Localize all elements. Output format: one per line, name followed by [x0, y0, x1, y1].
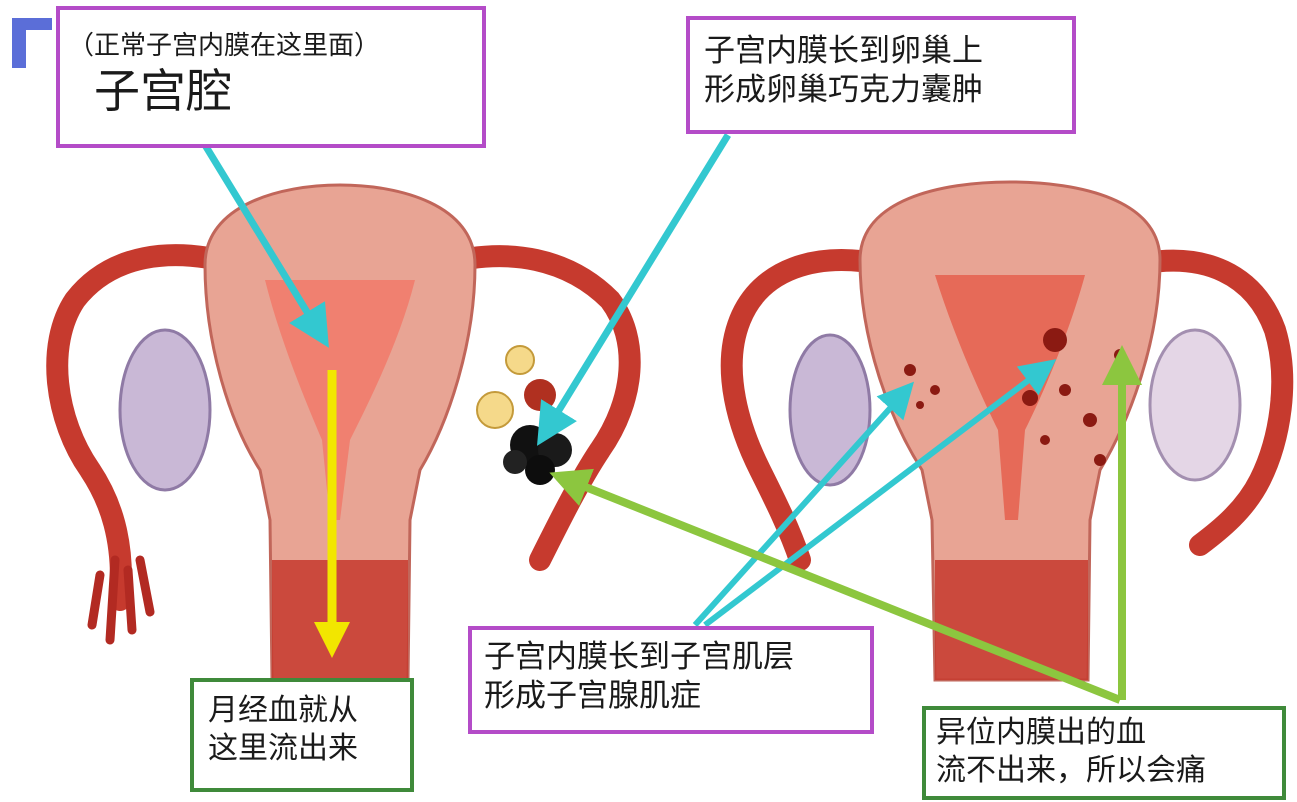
- right-uterus: [732, 182, 1283, 680]
- menstrual-label-box: 月经血就从 这里流出来: [190, 678, 414, 792]
- menstrual-line1: 月经血就从: [208, 692, 410, 730]
- adenomyosis-label-box: 子宫内膜长到子宫肌层 形成子宫腺肌症: [468, 626, 874, 734]
- ovary-cyst-line1: 子宫内膜长到卵巢上: [704, 32, 1072, 71]
- right-ovary-right: [1150, 330, 1240, 480]
- chocolate-cyst: [503, 425, 572, 485]
- pain-line1: 异位内膜出的血: [936, 714, 1282, 752]
- corner-bracket-icon: [12, 18, 60, 68]
- cavity-label-box: （正常子宫内膜在这里面） 子宫腔: [56, 6, 486, 148]
- adenomyosis-line2: 形成子宫腺肌症: [484, 677, 870, 716]
- right-ovary-left: [790, 335, 870, 485]
- cavity-title: 子宫腔: [94, 63, 482, 121]
- left-cervix: [272, 560, 408, 680]
- ovary-cyst-label-box: 子宫内膜长到卵巢上 形成卵巢巧克力囊肿: [686, 16, 1076, 134]
- adenomyosis-line1: 子宫内膜长到子宫肌层: [484, 638, 870, 677]
- left-uterus: [57, 185, 629, 680]
- pain-label-box: 异位内膜出的血 流不出来，所以会痛: [922, 706, 1286, 800]
- left-ovary-left: [120, 330, 210, 490]
- menstrual-line2: 这里流出来: [208, 730, 410, 768]
- ovary-cyst-line2: 形成卵巢巧克力囊肿: [704, 71, 1072, 110]
- cavity-note: （正常子宫内膜在这里面）: [68, 30, 482, 63]
- pain-line2: 流不出来，所以会痛: [936, 752, 1282, 790]
